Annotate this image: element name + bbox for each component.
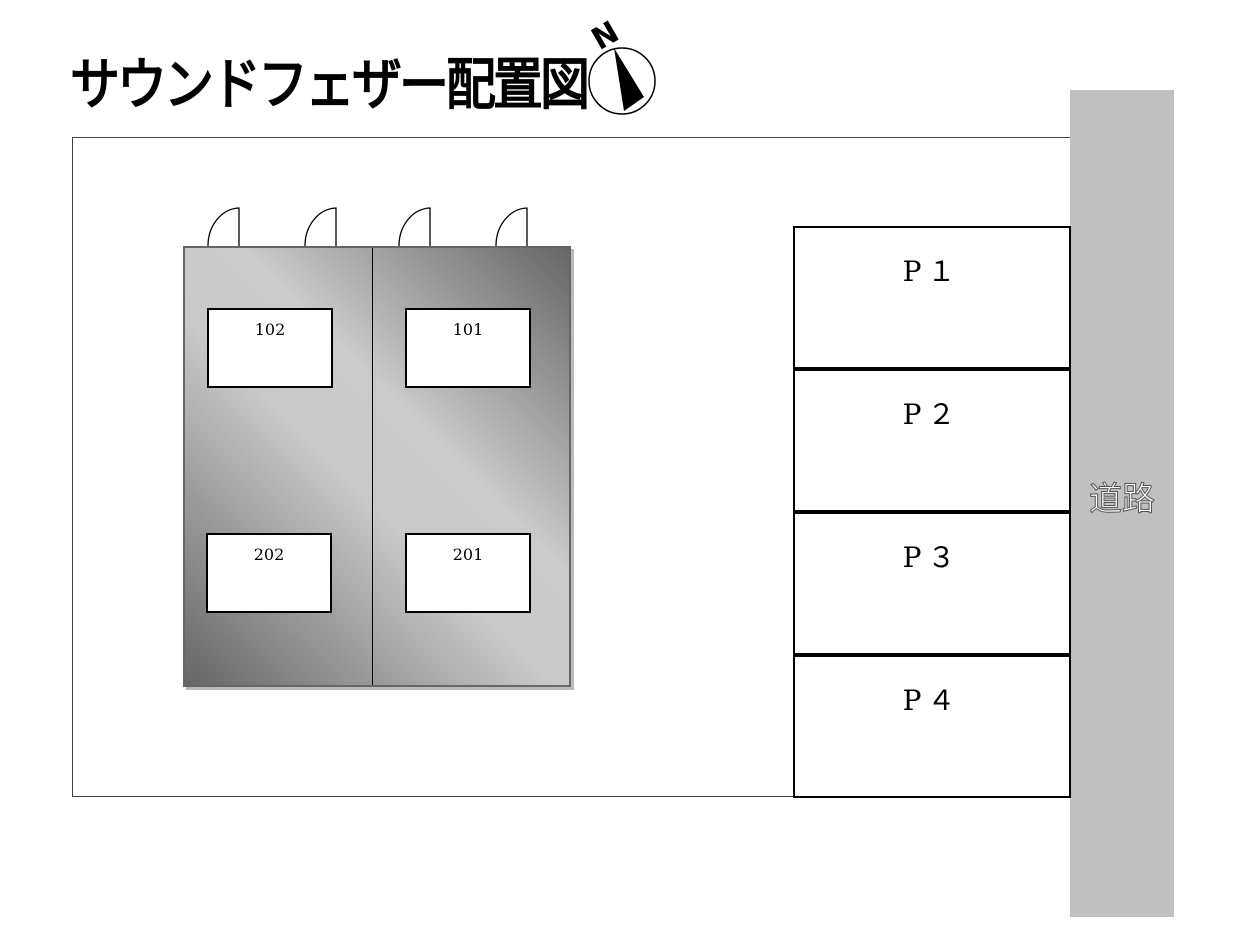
door-icon bbox=[495, 207, 528, 247]
unit-102: 102 bbox=[207, 308, 333, 388]
unit-201: 201 bbox=[405, 533, 531, 613]
door-icon bbox=[398, 207, 431, 247]
compass-label: N bbox=[586, 15, 625, 58]
unit-202: 202 bbox=[206, 533, 332, 613]
road-label: 道路 bbox=[1089, 479, 1156, 519]
door-icon bbox=[304, 207, 337, 247]
parking-space-p2: P２ bbox=[793, 369, 1071, 512]
parking-space-p3: P３ bbox=[793, 512, 1071, 655]
page-title: サウンドフェザー配置図 bbox=[70, 52, 590, 118]
road bbox=[1070, 90, 1174, 917]
site-boundary bbox=[72, 137, 1072, 797]
parking-space-p4: P４ bbox=[793, 655, 1071, 798]
unit-101: 101 bbox=[405, 308, 531, 388]
apartment-building: 102 101 202 201 bbox=[183, 246, 571, 687]
door-icon bbox=[207, 207, 240, 247]
parking-space-p1: P１ bbox=[793, 226, 1071, 369]
building-divider bbox=[372, 248, 373, 685]
north-compass-icon: N bbox=[586, 15, 656, 115]
